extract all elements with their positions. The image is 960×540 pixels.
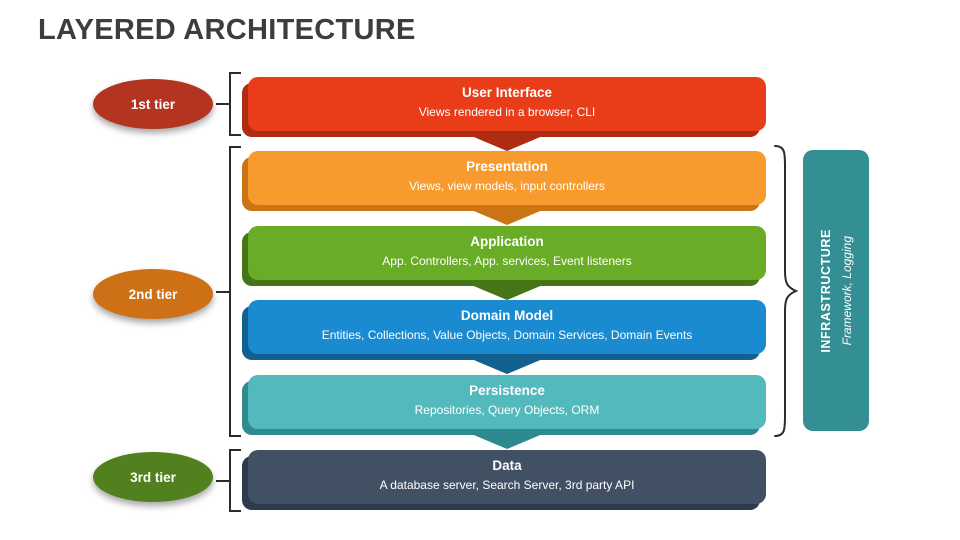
- layer-subtitle: Repositories, Query Objects, ORM: [414, 403, 600, 418]
- layer-subtitle: Views, view models, input controllers: [409, 179, 605, 194]
- tier-badge-3rd: 3rd tier: [93, 452, 213, 502]
- down-arrow-icon: [469, 358, 545, 374]
- layer-box: Persistence Repositories, Query Objects,…: [248, 375, 766, 429]
- infrastructure-brace: [774, 145, 798, 437]
- tier-badge-label: 3rd tier: [130, 469, 176, 485]
- tier-badge-label: 2nd tier: [128, 286, 178, 302]
- layer-persistence: Persistence Repositories, Query Objects,…: [242, 375, 766, 449]
- tier-badge-label: 1st tier: [130, 96, 176, 112]
- tier2-connector-line: [216, 290, 231, 293]
- down-arrow-icon: [469, 284, 545, 300]
- page-title: LAYERED ARCHITECTURE: [38, 14, 416, 46]
- down-arrow-icon: [469, 135, 545, 151]
- layer-box: User Interface Views rendered in a brows…: [248, 77, 766, 131]
- layer-subtitle: Views rendered in a browser, CLI: [418, 105, 596, 120]
- tier1-connector-line: [216, 103, 231, 105]
- tier1-bracket: [216, 72, 241, 136]
- layer-box: Data A database server, Search Server, 3…: [248, 450, 766, 504]
- down-arrow-icon: [469, 209, 545, 225]
- layer-user-interface: User Interface Views rendered in a brows…: [242, 77, 766, 151]
- tier-badge-1st: 1st tier: [93, 79, 213, 129]
- layer-title: User Interface: [461, 85, 553, 100]
- tier3-bracket: [216, 449, 241, 512]
- layer-presentation: Presentation Views, view models, input c…: [242, 151, 766, 225]
- layer-data: Data A database server, Search Server, 3…: [242, 450, 766, 510]
- layer-title: Domain Model: [460, 308, 554, 323]
- infrastructure-bar: INFRASTRUCTURE Framework, Logging: [803, 150, 869, 431]
- layer-subtitle: App. Controllers, App. services, Event l…: [382, 254, 632, 269]
- tier2-bracket: [216, 146, 241, 437]
- infrastructure-subtitle: Framework, Logging: [839, 235, 854, 346]
- layer-domain-model: Domain Model Entities, Collections, Valu…: [242, 300, 766, 374]
- layer-box: Domain Model Entities, Collections, Valu…: [248, 300, 766, 354]
- layer-title: Persistence: [469, 383, 545, 398]
- layer-title: Application: [470, 234, 544, 249]
- layer-subtitle: Entities, Collections, Value Objects, Do…: [321, 328, 693, 343]
- tier-badge-2nd: 2nd tier: [93, 269, 213, 319]
- layer-title: Data: [492, 458, 522, 473]
- layer-application: Application App. Controllers, App. servi…: [242, 226, 766, 300]
- layer-title: Presentation: [466, 159, 548, 174]
- infrastructure-title: INFRASTRUCTURE: [818, 228, 833, 353]
- tier3-connector-line: [216, 479, 231, 482]
- layer-box: Presentation Views, view models, input c…: [248, 151, 766, 205]
- layer-box: Application App. Controllers, App. servi…: [248, 226, 766, 280]
- down-arrow-icon: [469, 433, 545, 449]
- layer-subtitle: A database server, Search Server, 3rd pa…: [379, 478, 635, 493]
